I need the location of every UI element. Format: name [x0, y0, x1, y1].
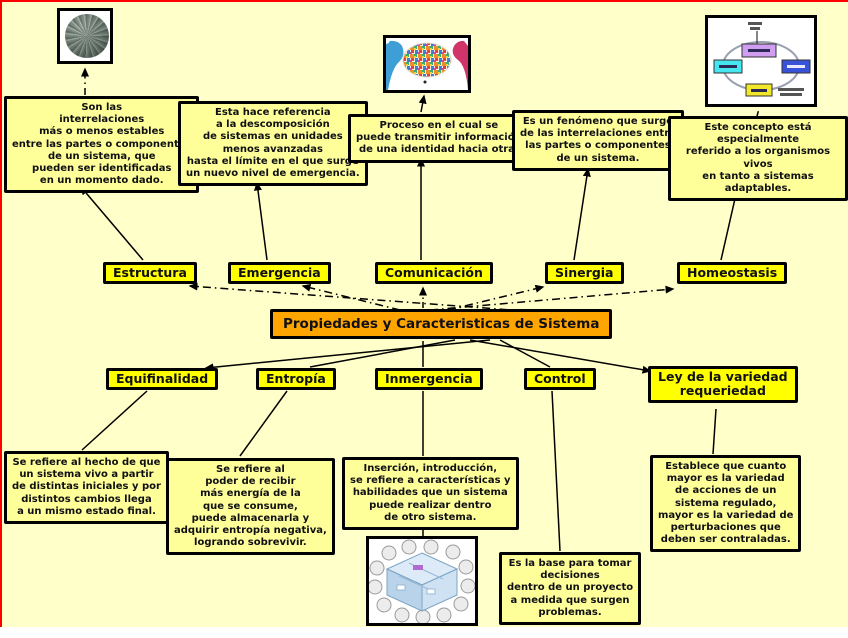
concept-inmergencia[interactable]: Inmergencia	[375, 368, 483, 391]
concept-equifinalidad[interactable]: Equifinalidad	[106, 368, 219, 391]
concept-sinergia[interactable]: Sinergia	[545, 262, 624, 285]
speech-bubble-collage-image[interactable]	[383, 35, 471, 93]
sphere-icon	[65, 14, 109, 58]
desc-emergencia[interactable]: Esta hace referencia a la descomposición…	[178, 101, 368, 187]
desc-comunicacion[interactable]: Proceso en el cual se puede transmitir i…	[348, 114, 530, 163]
desc-sinergia[interactable]: Es un fenómeno que surge de las interrel…	[512, 110, 684, 171]
concept-homeostasis[interactable]: Homeostasis	[677, 262, 788, 285]
house-systems-icon	[367, 539, 476, 625]
concept-control[interactable]: Control	[524, 368, 596, 391]
central-topic[interactable]: Propiedades y Caracteristicas de Sistema	[270, 309, 613, 339]
concept-ley-variedad[interactable]: Ley de la variedad requeriedad	[648, 366, 798, 403]
smart-home-cutaway-image[interactable]	[366, 536, 478, 626]
desc-homeostasis[interactable]: Este concepto está especialmente referid…	[668, 116, 848, 202]
feedback-cycle-diagram-image[interactable]	[705, 15, 817, 107]
bottom-white-strip	[0, 627, 848, 638]
desc-estructura[interactable]: Son las interrelaciones más o menos esta…	[4, 96, 200, 194]
desc-control[interactable]: Es la base para tomar decisiones dentro …	[499, 552, 642, 625]
textured-sphere-image[interactable]	[57, 8, 113, 64]
desc-equifinalidad[interactable]: Se refiere al hecho de que un sistema vi…	[4, 451, 169, 524]
communication-faces-icon	[386, 40, 468, 90]
desc-ley-variedad[interactable]: Establece que cuanto mayor es la varieda…	[650, 455, 802, 553]
concept-entropia[interactable]: Entropía	[256, 368, 336, 391]
concept-comunicacion[interactable]: Comunicación	[375, 262, 493, 285]
desc-inmergencia[interactable]: Inserción, introducción, se refiere a ca…	[342, 457, 519, 530]
desc-entropia[interactable]: Se refiere al poder de recibir más energ…	[166, 458, 335, 556]
concept-estructura[interactable]: Estructura	[103, 262, 197, 285]
concept-emergencia[interactable]: Emergencia	[228, 262, 331, 285]
homeostasis-cycle-icon	[713, 22, 811, 97]
